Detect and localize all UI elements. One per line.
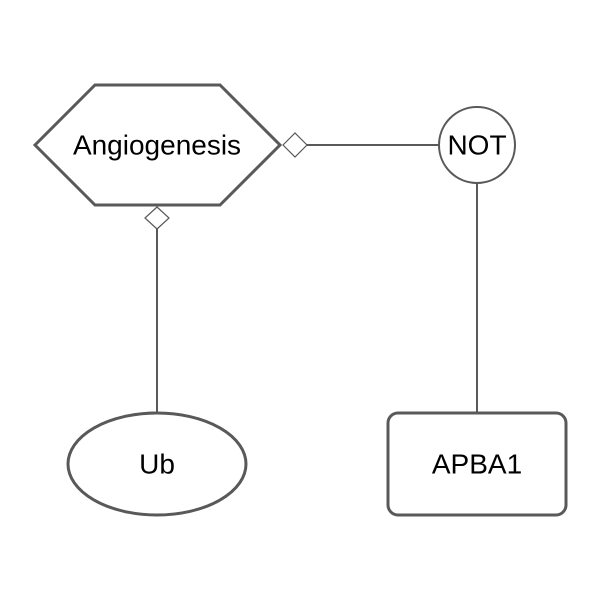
apba1-node[interactable]: APBA1	[386, 411, 568, 517]
apba1-label: APBA1	[432, 449, 522, 480]
apba1-rect	[386, 411, 568, 517]
ub-ellipse	[66, 411, 248, 517]
modulation-diamond-ub	[144, 206, 170, 230]
not-operator-node[interactable]: NOT	[438, 106, 516, 184]
angiogenesis-hexagon	[32, 83, 283, 207]
ub-node[interactable]: Ub	[66, 411, 248, 517]
angiogenesis-node[interactable]: Angiogenesis	[32, 83, 283, 207]
angiogenesis-label: Angiogenesis	[73, 130, 241, 161]
modulation-diamond-not	[282, 132, 308, 158]
ub-label: Ub	[139, 449, 175, 480]
not-operator-label: NOT	[447, 130, 506, 161]
not-operator-circle	[438, 106, 516, 184]
